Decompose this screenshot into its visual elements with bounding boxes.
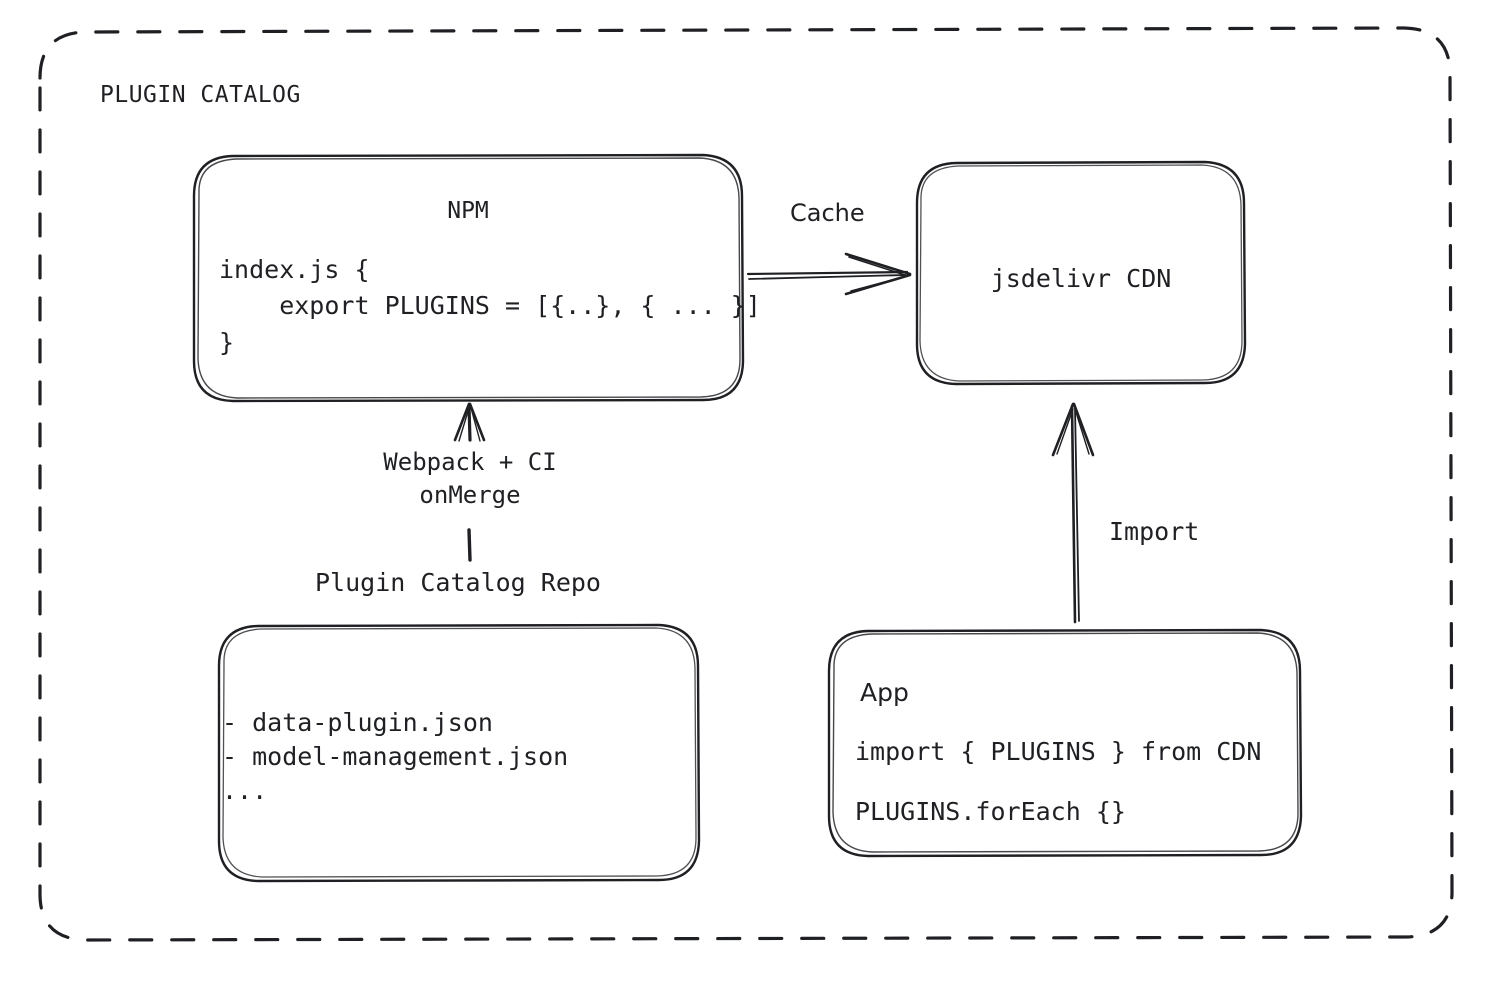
import-arrow xyxy=(1051,402,1095,624)
npm-node-title: NPM xyxy=(447,198,489,224)
app-node-title: App xyxy=(860,678,909,707)
plugin-catalog-title: PLUGIN CATALOG xyxy=(100,82,301,108)
plugin-catalog-repo-files: - data-plugin.json - model-management.js… xyxy=(222,708,569,805)
plugin-catalog-repo-label: Plugin Catalog Repo xyxy=(315,568,601,597)
cache-edge-label: Cache xyxy=(790,199,865,227)
webpack-ci-edge-label: Webpack + CI onMerge xyxy=(383,448,557,510)
app-node-import-line: import { PLUGINS } from CDN xyxy=(855,737,1262,766)
app-node-foreach-line: PLUGINS.forEach {} xyxy=(855,797,1126,826)
jsdelivr-cdn-node-title: jsdelivr CDN xyxy=(990,264,1172,293)
import-edge-label: Import xyxy=(1109,517,1200,546)
cache-arrow xyxy=(746,252,912,296)
npm-node-code: index.js { export PLUGINS = [{..}, { ...… xyxy=(219,255,761,357)
